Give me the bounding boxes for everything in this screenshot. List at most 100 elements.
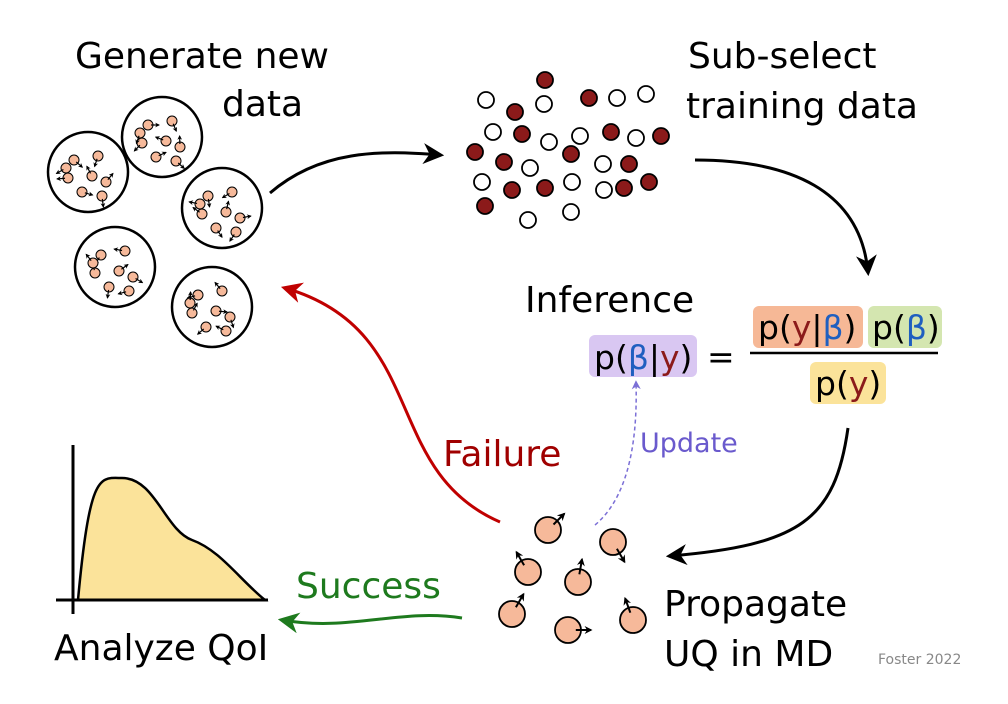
propagate-label-line2: UQ in MD (664, 634, 833, 675)
selected-data-point (615, 179, 633, 197)
small-particle (186, 302, 198, 319)
small-particle (68, 154, 84, 168)
unselected-data-point (595, 181, 613, 199)
md-particle (554, 616, 593, 644)
md-particle (514, 550, 542, 586)
small-particle (210, 222, 223, 239)
unselected-data-point (535, 95, 553, 113)
posterior-term: p(β|y) (594, 338, 692, 377)
arrow-generate-to-subselect (269, 143, 445, 195)
unselected-data-point (473, 173, 491, 191)
unselected-data-point (563, 173, 581, 191)
success-label: Success (296, 566, 441, 607)
small-particle (113, 263, 129, 277)
selected-data-point (620, 155, 638, 173)
failure-arrow (280, 282, 501, 524)
likelihood-term: p(y|β) (758, 308, 856, 347)
md-container (180, 166, 264, 250)
small-particle (85, 253, 99, 269)
unselected-data-point (521, 159, 539, 177)
selected-data-point (562, 145, 580, 163)
credit-label: Foster 2022 (878, 652, 961, 668)
small-particle (103, 281, 115, 299)
small-particle (202, 190, 214, 208)
equals-sign: = (707, 337, 735, 376)
selected-data-point (652, 127, 670, 145)
selected-data-point (580, 89, 598, 107)
unselected-data-point (540, 133, 558, 151)
small-particle (92, 150, 104, 168)
unselected-data-point (477, 91, 495, 109)
unselected-data-point (484, 123, 502, 141)
small-particle (188, 198, 206, 210)
unselected-data-point (519, 211, 537, 229)
small-particle (214, 281, 228, 297)
unselected-data-point (594, 155, 612, 173)
md-container-group (46, 95, 264, 349)
small-particle (166, 115, 178, 133)
generate-label-line1: Generate new (75, 36, 329, 77)
arrow-subselect-to-inference (694, 158, 877, 277)
small-particle (86, 165, 98, 182)
small-particle (234, 212, 252, 224)
small-particle (142, 119, 160, 131)
small-particle (113, 245, 131, 257)
selected-data-point (466, 143, 484, 161)
update-arrow (594, 380, 641, 526)
selected-data-point (476, 197, 494, 215)
md-particle (498, 592, 526, 628)
selected-data-point (640, 173, 658, 191)
likelihood-highlight (753, 306, 863, 348)
small-particle (76, 186, 94, 198)
subselect-label-line1: Sub-select (688, 36, 876, 77)
unselected-data-point (571, 127, 589, 145)
md-container (120, 95, 204, 179)
generate-label-line2: data (222, 84, 303, 125)
analyze-label: Analyze QoI (54, 628, 268, 669)
propagated-particles (498, 512, 647, 644)
unselected-data-point (637, 85, 655, 103)
small-particle (224, 311, 236, 329)
evidence-term: p(y) (815, 364, 881, 403)
small-particle (96, 190, 108, 208)
unselected-data-point (608, 89, 626, 107)
small-particle (221, 186, 238, 199)
small-particle (192, 206, 208, 220)
small-particle (174, 135, 186, 153)
small-particle (184, 291, 196, 309)
selected-data-point (536, 71, 554, 89)
inference-label: Inference (525, 280, 694, 321)
small-particle (100, 172, 114, 188)
small-particle (196, 321, 212, 335)
small-particle (170, 155, 185, 170)
md-particle (534, 512, 566, 544)
md-particle (599, 528, 627, 564)
subselect-label-line2: training data (686, 86, 918, 127)
small-particle (150, 151, 167, 163)
prior-highlight (868, 306, 942, 348)
selected-data-point (602, 123, 620, 141)
success-arrow (277, 612, 463, 634)
selected-data-point (536, 179, 554, 197)
md-container (46, 130, 130, 214)
evidence-highlight (810, 362, 886, 404)
small-particle (210, 305, 228, 317)
qoi-distribution (76, 476, 269, 602)
small-particle (127, 271, 144, 284)
selected-data-point (513, 125, 531, 143)
selected-data-point (503, 181, 521, 199)
small-particle (154, 135, 172, 147)
small-particle (229, 226, 242, 242)
small-particle (117, 285, 135, 297)
failure-label: Failure (443, 434, 561, 475)
update-label: Update (640, 428, 738, 459)
posterior-highlight (589, 335, 697, 377)
selected-data-point (506, 103, 524, 121)
unselected-data-point (562, 203, 580, 221)
small-particle (215, 325, 232, 337)
md-particle (619, 596, 647, 634)
unselected-data-point (627, 129, 645, 147)
small-particle (220, 200, 232, 218)
md-particle (564, 557, 592, 596)
